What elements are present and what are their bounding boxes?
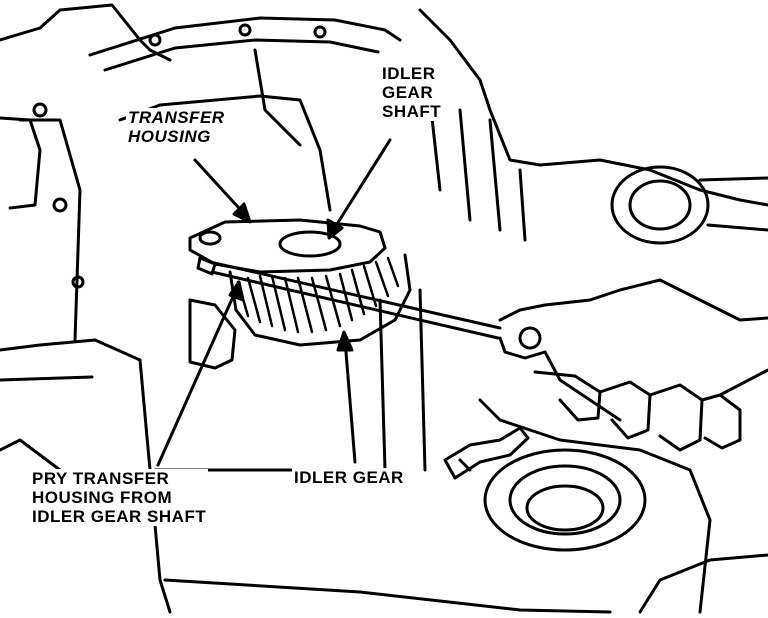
fitting (443, 426, 530, 480)
leader-idler-gear (336, 330, 357, 464)
hand (498, 278, 768, 452)
case-pocket (188, 298, 237, 370)
case-bolt-hole (52, 197, 68, 213)
label-pry-instruction-line1: PRY TRANSFER (32, 469, 170, 488)
case-bolt-hole (238, 23, 252, 37)
output-flange (610, 165, 710, 245)
label-idler-gear-shaft-line1: IDLER (382, 64, 436, 83)
case-bolt-hole (32, 102, 48, 118)
case-bolt-hole (71, 275, 85, 289)
lower-bore-outer (483, 448, 647, 552)
label-idler-gear-shaft-line2: GEAR (382, 83, 434, 102)
hand-knuckle (518, 326, 542, 350)
pry-bar-tip (196, 256, 217, 276)
lower-bore-inner (508, 464, 622, 536)
label-transfer-housing-line2: HOUSING (128, 127, 211, 146)
housing-dowel-hole (198, 230, 222, 246)
case-bolt-hole (148, 33, 162, 47)
right-housing (418, 8, 768, 242)
idler-gear-body (228, 253, 412, 347)
case-bolt-hole (313, 25, 327, 39)
case-right-lower (458, 398, 712, 614)
label-pry-instruction-line2: HOUSING FROM (32, 488, 173, 507)
label-transfer-housing-line1: TRANSFER (128, 108, 225, 127)
output-flange-bore (628, 179, 692, 231)
label-idler-gear-shaft: IDLER GEAR SHAFT (380, 64, 444, 121)
leader-transfer-housing (193, 158, 252, 224)
label-pry-instruction: PRY TRANSFER HOUSING FROM IDLER GEAR SHA… (30, 469, 209, 526)
pry-bar (208, 260, 502, 340)
case-left-frame-inner (18, 118, 82, 342)
output-shaft-tube (698, 176, 768, 232)
label-pry-instruction-line3: IDLER GEAR SHAFT (32, 507, 207, 526)
case-top-flange (88, 16, 402, 72)
idler-shaft-bore (278, 230, 342, 258)
leader-pry-point (156, 280, 245, 467)
label-transfer-housing: TRANSFER HOUSING (126, 108, 227, 146)
label-idler-gear-shaft-line3: SHAFT (382, 102, 442, 121)
case-left-frame (0, 3, 172, 522)
label-idler-gear-text: IDLER GEAR (294, 468, 404, 487)
case-edge (638, 553, 768, 614)
lower-bore-seal (525, 484, 605, 532)
leader-idler-gear-shaft (326, 138, 392, 240)
label-idler-gear: IDLER GEAR (292, 468, 406, 487)
case-rib (378, 288, 427, 472)
